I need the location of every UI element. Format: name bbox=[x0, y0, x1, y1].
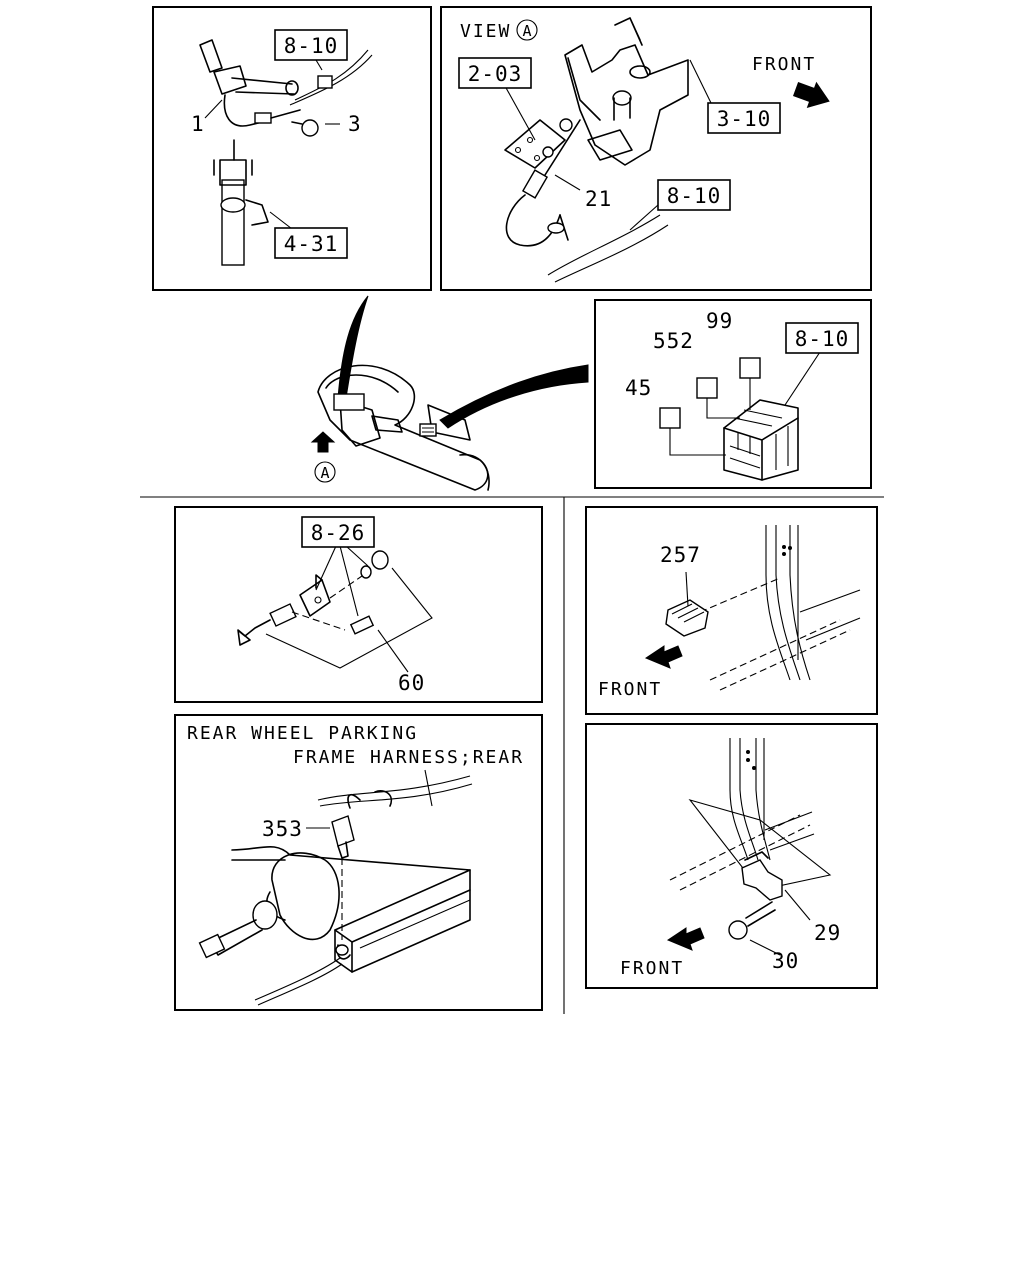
part-label-353: 353 bbox=[262, 817, 303, 841]
panel-part-257: FRONT 257 bbox=[585, 506, 878, 715]
front-caption-view-a: FRONT bbox=[752, 54, 816, 75]
front-caption-29: FRONT bbox=[620, 958, 684, 979]
part-label-45: 45 bbox=[625, 376, 652, 400]
panel-switch: 8-26 60 bbox=[174, 506, 543, 703]
part-label-1: 1 bbox=[191, 112, 205, 136]
view-a-caption: VIEW bbox=[460, 21, 511, 42]
panel-view-a: VIEW A FRONT 2-03 3-10 bbox=[440, 6, 872, 291]
ref-8-10-relay: 8-10 bbox=[795, 327, 850, 351]
vehicle-overview: A bbox=[310, 295, 589, 491]
ref-box-8-26 bbox=[301, 516, 375, 548]
part-label-30: 30 bbox=[772, 949, 799, 973]
ref-box-2-03 bbox=[458, 57, 532, 89]
ref-box-8-10 bbox=[274, 29, 348, 61]
ref-2-03: 2-03 bbox=[468, 62, 523, 86]
part-label-21: 21 bbox=[585, 187, 612, 211]
part-label-99: 99 bbox=[706, 309, 733, 333]
ref-box-8-10-view bbox=[657, 179, 731, 211]
part-label-29: 29 bbox=[814, 921, 841, 945]
panel-parts-29-30: FRONT 29 30 bbox=[585, 723, 878, 989]
part-label-552: 552 bbox=[653, 329, 694, 353]
ref-3-10: 3-10 bbox=[717, 107, 772, 131]
front-caption-257: FRONT bbox=[598, 679, 662, 700]
panel-relays: 8-10 99 552 45 bbox=[594, 299, 872, 489]
panel-steering-switch: 8-10 4-31 1 3 bbox=[152, 6, 432, 291]
ref-8-10: 8-10 bbox=[284, 34, 339, 58]
marker-a: A bbox=[320, 464, 329, 482]
ref-8-10-view: 8-10 bbox=[667, 184, 722, 208]
ref-box-3-10 bbox=[707, 102, 781, 134]
panel-rear-wheel-parking: REAR WHEEL PARKING FRAME HARNESS;REAR 35… bbox=[174, 714, 543, 1011]
ref-box-8-10-relay bbox=[785, 322, 859, 354]
rear-wheel-parking-caption: REAR WHEEL PARKING bbox=[187, 723, 418, 744]
view-a-marker: A bbox=[522, 22, 531, 40]
ref-4-31: 4-31 bbox=[284, 232, 339, 256]
part-label-3: 3 bbox=[348, 112, 362, 136]
part-label-257: 257 bbox=[660, 543, 701, 567]
frame-harness-rear-caption: FRAME HARNESS;REAR bbox=[293, 747, 524, 768]
ref-8-26: 8-26 bbox=[311, 521, 366, 545]
ref-box-4-31 bbox=[274, 227, 348, 259]
part-label-60: 60 bbox=[398, 671, 425, 695]
